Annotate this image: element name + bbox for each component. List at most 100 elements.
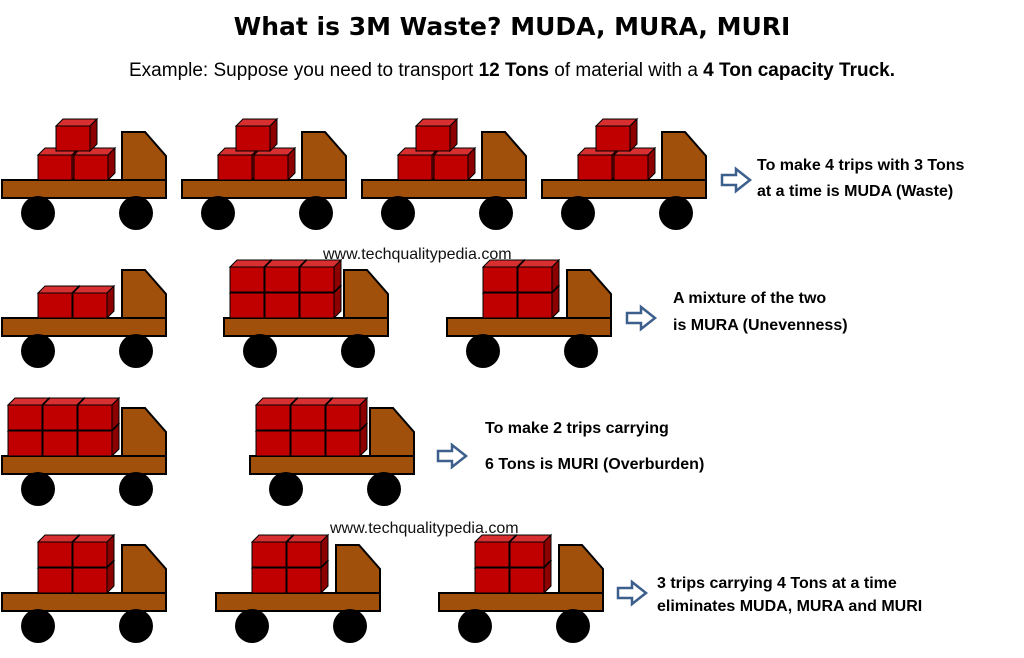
box-front <box>72 541 108 568</box>
example-subtitle: Example: Suppose you need to transport 1… <box>0 60 1024 82</box>
truck-wheel-front <box>119 472 153 506</box>
cargo-box <box>250 533 295 569</box>
truck-wheel-front <box>333 609 367 643</box>
box-front <box>290 404 326 431</box>
truck-wheel-front <box>299 196 333 230</box>
cargo-box <box>36 146 81 182</box>
box-front <box>217 154 253 181</box>
box-front <box>482 266 518 293</box>
truck-cab <box>301 131 347 181</box>
caption-ideal: 3 trips carrying 4 Tons at a time elimin… <box>657 572 922 618</box>
box-front <box>299 292 335 319</box>
subtitle-middle: of material with a <box>549 60 704 81</box>
box-front <box>325 404 361 431</box>
box-front <box>42 430 78 457</box>
cargo-box <box>252 146 297 182</box>
box-front <box>77 404 113 431</box>
box-front <box>290 430 326 457</box>
truck-muri-1 <box>1 396 167 506</box>
page-title: What is 3M Waste? MUDA, MURA, MURI <box>233 12 791 41</box>
truck-wheel-rear <box>21 334 55 368</box>
box-front <box>433 154 469 181</box>
caption-ideal-line-2: eliminates MUDA, MURA and MURI <box>657 598 923 615</box>
truck-wheel-front <box>479 196 513 230</box>
box-front <box>37 292 73 319</box>
truck-wheel-front <box>556 609 590 643</box>
box-front <box>595 125 631 152</box>
truck-wheel-front <box>659 196 693 230</box>
truck-wheel-front <box>367 472 401 506</box>
box-front <box>474 541 510 568</box>
truck-wheel-rear <box>381 196 415 230</box>
truck-bed <box>361 179 527 199</box>
box-front <box>42 404 78 431</box>
box-front <box>264 266 300 293</box>
truck-mura-1 <box>1 269 167 368</box>
box-front <box>397 154 433 181</box>
truck-wheel-rear <box>243 334 277 368</box>
box-front <box>613 154 649 181</box>
cargo-box <box>54 117 99 153</box>
box-front <box>7 430 43 457</box>
caption-muda: To make 4 trips with 3 Tons at a time is… <box>757 153 964 205</box>
truck-wheel-front <box>119 196 153 230</box>
truck-cargo <box>228 258 343 320</box>
truck-cargo <box>254 396 369 458</box>
box-front <box>474 567 510 594</box>
caption-mura: A mixture of the two is MURA (Unevenness… <box>673 285 848 339</box>
box-front <box>255 430 291 457</box>
truck-cab <box>121 407 167 457</box>
box-front <box>37 567 73 594</box>
caption-muri-line-1: To make 2 trips carrying <box>485 420 669 437</box>
truck-ideal-3 <box>438 533 604 643</box>
truck-cargo <box>216 117 297 182</box>
truck-cab <box>558 544 604 594</box>
arrow-right-icon-muri <box>436 442 469 470</box>
truck-mura-2 <box>223 258 389 368</box>
truck-wheel-rear <box>458 609 492 643</box>
truck-cargo <box>576 117 657 182</box>
subtitle-bold-capacity: 4 Ton capacity Truck. <box>703 60 895 81</box>
arrow-right-icon-muda <box>720 166 753 194</box>
cargo-box <box>508 559 553 595</box>
truck-ideal-2 <box>215 533 381 643</box>
box-front <box>55 125 91 152</box>
truck-wheel-rear <box>21 472 55 506</box>
subtitle-bold-tons: 12 Tons <box>478 60 549 81</box>
truck-muda-2 <box>181 117 347 230</box>
truck-cargo <box>250 533 330 595</box>
box-front <box>229 292 265 319</box>
box-front <box>37 541 73 568</box>
cargo-box <box>6 396 51 432</box>
cargo-box <box>324 396 369 432</box>
caption-muri: To make 2 trips carrying 6 Tons is MURI … <box>485 411 704 483</box>
cargo-box <box>216 146 261 182</box>
truck-wheel-rear <box>201 196 235 230</box>
truck-muri-2 <box>249 396 415 506</box>
truck-bed <box>1 179 167 199</box>
cargo-box <box>414 117 459 153</box>
arrow-right-icon-ideal <box>616 579 649 607</box>
box-front <box>253 154 289 181</box>
truck-cargo <box>473 533 553 595</box>
box-front <box>229 266 265 293</box>
truck-wheel-rear <box>21 609 55 643</box>
truck-cab <box>335 544 381 594</box>
box-front <box>77 430 113 457</box>
truck-cargo <box>36 117 117 182</box>
watermark-bottom: www.techqualitypedia.com <box>330 520 519 537</box>
caption-muda-line-1: To make 4 trips with 3 Tons <box>757 157 965 174</box>
truck-cab <box>121 269 167 319</box>
cargo-box <box>396 146 441 182</box>
box-front <box>299 266 335 293</box>
truck-cargo <box>481 258 561 320</box>
truck-cargo <box>36 284 116 320</box>
truck-bed <box>1 317 167 337</box>
cargo-box <box>508 533 553 569</box>
box-front <box>482 292 518 319</box>
truck-cargo <box>6 396 121 458</box>
box-front <box>509 541 545 568</box>
cargo-box <box>72 146 117 182</box>
truck-wheel-rear <box>21 196 55 230</box>
